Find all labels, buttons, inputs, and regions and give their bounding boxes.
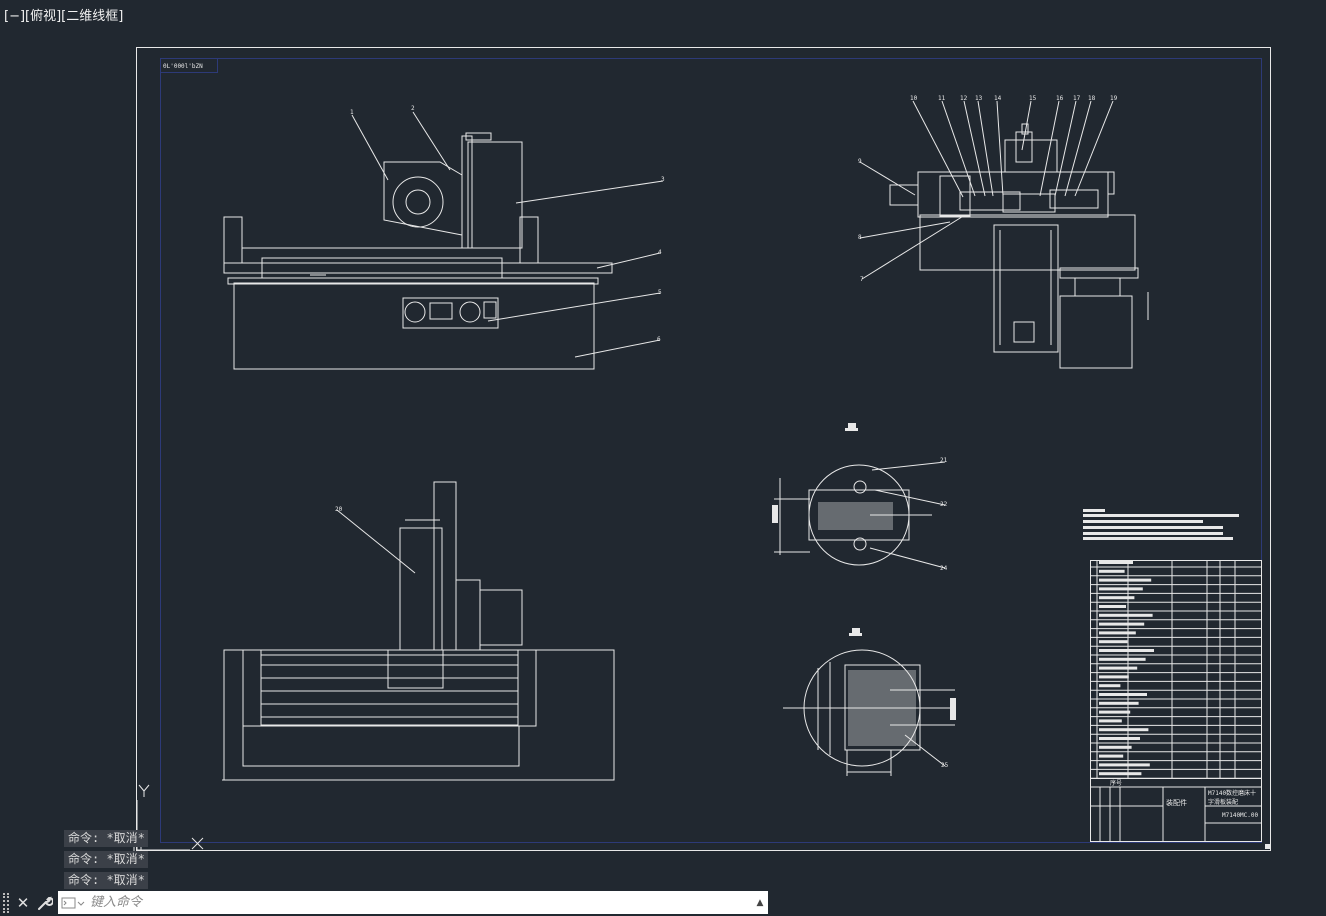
part-number-label: 2 (411, 105, 415, 112)
wrench-icon[interactable] (34, 892, 56, 914)
part-number-label: 25 (941, 762, 949, 769)
command-input-box[interactable]: ▲ (58, 891, 768, 914)
close-icon[interactable]: ✕ (16, 893, 30, 912)
drag-handle[interactable] (3, 892, 9, 913)
arrow-up-icon[interactable]: ▲ (756, 897, 764, 908)
part-number-label: 19 (1110, 95, 1118, 102)
detail-view-a (774, 461, 946, 569)
part-number-label: 17 (1073, 95, 1081, 102)
command-history-line: 命令: *取消* (64, 851, 148, 868)
command-history: 命令: *取消* 命令: *取消* 命令: *取消* (64, 830, 148, 893)
part-number-label: 14 (994, 95, 1002, 102)
front-view (223, 111, 664, 370)
part-number-label: 20 (335, 506, 343, 513)
parts-list-table (1090, 560, 1262, 779)
part-number-label: 8 (858, 234, 862, 241)
sheet-inner-border (160, 58, 1262, 843)
side-view (859, 100, 1149, 369)
technical-requirements (1083, 509, 1239, 540)
command-line-bar: ✕ ▲ (0, 889, 768, 916)
part-number-label: 18 (1088, 95, 1096, 102)
command-prompt-icon[interactable] (58, 893, 88, 913)
part-number-label: 6 (657, 336, 661, 343)
title-block (1090, 778, 1262, 842)
viewport-controls-label[interactable]: [−][俯视][二维线框] (4, 9, 124, 24)
part-number-label: 10 (910, 95, 918, 102)
detail-view-b (783, 649, 955, 776)
title-drawing-no: M7140MC.00 (1222, 812, 1259, 819)
corner-stamp-box (160, 58, 218, 73)
part-number-label: 4 (658, 249, 662, 256)
part-number-label: 24 (940, 565, 948, 572)
part-number-label: 11 (938, 95, 946, 102)
corner-stamp: 0L'000l'bZN (163, 63, 203, 70)
part-number-label: 21 (940, 457, 948, 464)
title-name-line1: M7140数控磨床十 (1208, 789, 1256, 797)
part-number-label: 16 (1056, 95, 1064, 102)
title-row-label: 序号 (1110, 779, 1122, 787)
part-number-label: 9 (858, 158, 862, 165)
command-history-line: 命令: *取消* (64, 872, 148, 889)
lower-view (222, 481, 615, 781)
part-number-label: 15 (1029, 95, 1037, 102)
part-number-label: 13 (975, 95, 983, 102)
part-number-label: 3 (661, 176, 665, 183)
sheet-outer-border (136, 47, 1271, 851)
part-number-label: 5 (658, 289, 662, 296)
command-history-line: 命令: *取消* (64, 830, 148, 847)
part-number-label: 22 (940, 501, 948, 508)
part-number-label: 12 (960, 95, 968, 102)
part-number-label: 7 (860, 276, 864, 283)
command-input[interactable] (88, 891, 752, 914)
title-type: 装配件 (1166, 798, 1187, 807)
title-name-line2: 字滑板装配 (1208, 798, 1238, 806)
part-number-label: 1 (350, 109, 354, 116)
